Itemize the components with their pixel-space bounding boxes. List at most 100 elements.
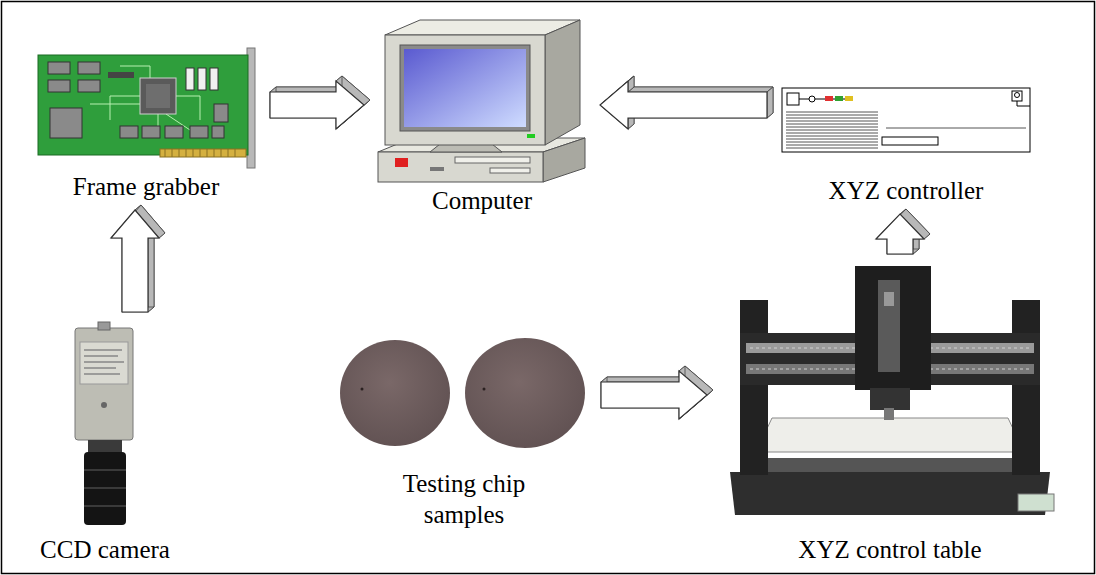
camera-node: CCD camera [25,320,185,565]
frame-grabber-board-part [146,84,170,108]
component-label: Frame grabber [73,171,219,202]
samples-node: Testing chip samples [335,335,593,530]
arrow-side-face [270,87,342,92]
xyz-controller-illustration-part [825,96,833,101]
arrow-front-face [111,210,159,312]
frame-grabber-board-part [212,126,224,138]
computer-illustration-part [455,157,530,163]
xyz-control-table-illustration-part [1012,300,1040,475]
xyz-control-table-illustration-part [884,292,894,306]
frame-grabber-board-part [108,72,134,78]
wafer-samples-illustration [340,338,585,448]
ccd-camera-illustration-part [84,350,124,374]
null-part-part [90,104,140,105]
computer-illustration-part [378,152,543,182]
xyz-control-table-illustration-part [884,408,894,420]
xyz-control-table-illustration-part [756,418,1024,452]
table-node: XYZ control table [715,262,1065,565]
component-label: XYZ controller [829,175,984,206]
arrow-side-face [628,87,773,92]
frame-grabber-board-part [160,149,246,157]
block-arrow [600,76,773,129]
xyz-controller-illustration [782,88,1030,152]
xyz-control-table-illustration [730,266,1054,515]
ccd-camera-illustration-part [75,328,133,440]
frame-grabber-board-part [142,126,160,138]
ccd-camera-illustration-part [101,402,107,408]
xyz-controller-illustration-part [782,88,1030,152]
frame-grabber-board [38,48,255,168]
computer-illustration-part [385,35,545,145]
ccd-camera-illustration-part [84,470,126,506]
frame-grabber-node: Frame grabber [30,45,262,202]
xyz-controller-illustration-part [1017,101,1030,106]
frame-grabber-board-part [38,55,248,155]
null-part [90,66,200,130]
null-part-part [120,66,150,78]
block-arrow [876,209,930,254]
arrow-front-face [600,81,767,129]
frame-grabber-board-part [48,80,70,92]
block-arrow [270,76,370,129]
null-part-part [110,96,140,120]
frame-grabber-board-part [78,62,100,74]
computer-illustration-part [545,20,580,145]
xyz-controller-illustration-part [845,96,853,101]
null-part-part [176,96,200,120]
frame-grabber-board-part [48,62,70,74]
computer-illustration-part [400,45,530,131]
xyz-controller-illustration-part [1012,91,1022,101]
xyz-control-table-illustration-part [1018,494,1054,511]
frame-grabber-board-part [78,80,100,92]
frame-grabber-board-part [50,108,82,138]
xyz-control-table-illustration-part [870,388,910,410]
xyz-control-table-illustration-part [760,458,1020,472]
computer-illustration-part [430,167,444,171]
computer-illustration-part [490,168,530,173]
frame-grabber-board-part [190,126,208,138]
component-label: CCD camera [40,534,170,565]
arrow-side-face [767,87,773,118]
frame-grabber-board-part [140,78,176,114]
xyz-controller-illustration-part [809,96,815,102]
component-label: XYZ control table [798,534,981,565]
controller-node: XYZ controller [775,82,1037,206]
arrow-side-face [601,377,685,382]
ccd-camera-illustration-part [98,322,110,330]
frame-grabber-board-part [186,68,194,90]
frame-grabber-board-part [214,104,228,122]
xyz-controller-illustration-part [787,93,799,105]
ccd-camera-illustration [75,322,133,525]
frame-grabber-board-part [165,126,183,138]
block-arrow [111,205,165,312]
xyz-control-table-illustration-part [855,266,931,390]
arrow-front-face [876,214,924,254]
arrow-side-face [148,233,154,312]
arrow-front-face [270,81,364,129]
xyz-controller-illustration-part [835,96,843,101]
xyz-controller-illustration-part [882,137,938,145]
component-label: Testing chip samples [364,468,564,531]
frame-grabber-board-part [120,126,138,138]
frame-grabber-board-part [210,68,218,90]
wafer-samples-illustration-part [465,338,585,448]
ccd-camera-illustration-part [84,452,126,525]
xyz-controller-illustration-part [886,128,1026,129]
wafer-samples-illustration-part [361,388,364,391]
wafer-samples-illustration-part [340,340,450,446]
computer-illustration-part [543,138,585,182]
frame-grabber-board-part [198,68,206,90]
ccd-camera-illustration-part [80,342,128,384]
component-label: Computer [432,185,532,216]
arrow-front-face [601,371,707,419]
computer-illustration [378,20,585,182]
xyz-controller-illustration-part [786,112,878,148]
wafer-samples-illustration-part [483,388,486,391]
xyz-control-table-illustration-part [878,280,900,372]
xyz-control-table-illustration-part [730,472,1050,515]
computer-illustration-part [395,158,408,167]
xyz-controller-illustration-part [1015,93,1020,98]
